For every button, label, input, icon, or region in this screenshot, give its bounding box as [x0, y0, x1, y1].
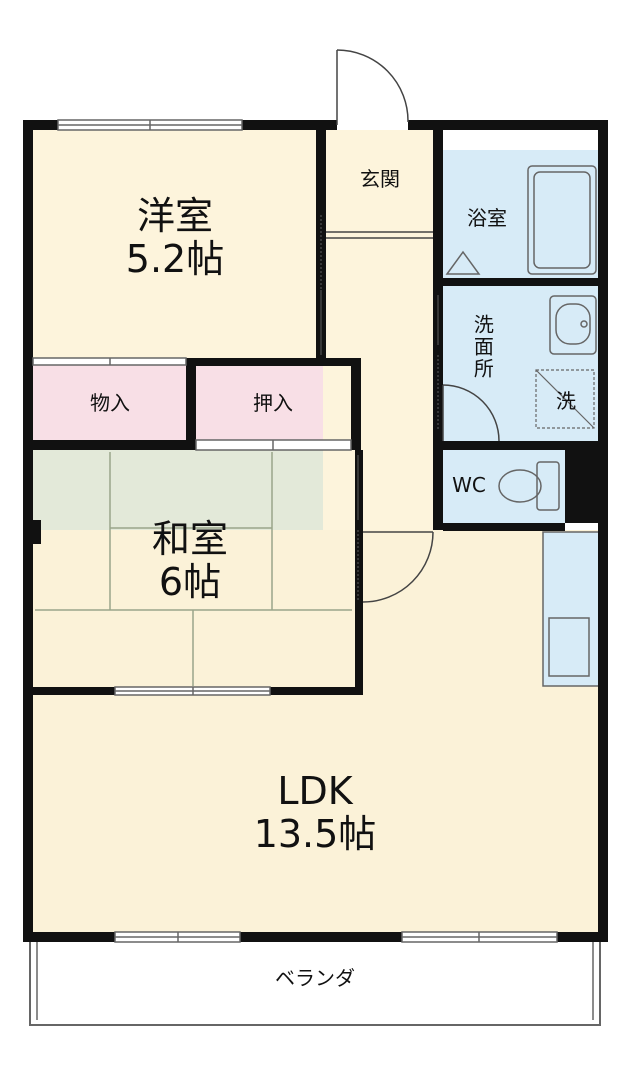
washer-pan-icon	[535, 369, 595, 429]
western-room-floor	[33, 130, 323, 358]
sliding-window-icon	[32, 119, 558, 943]
veranda-label: ベランダ	[275, 966, 355, 990]
toilet-label: WC	[452, 473, 486, 497]
western-room-size: 5.2帖	[125, 236, 225, 281]
ldk-name: LDK	[277, 769, 353, 813]
western-room-name: 洋室	[136, 194, 213, 238]
storage-label: 物入	[90, 391, 130, 415]
washroom-label: 洗面所	[470, 314, 495, 380]
ldk-size: 13.5帖	[253, 811, 377, 856]
washroom-floor	[443, 286, 598, 441]
closet-label: 押入	[253, 391, 293, 415]
western-room-label: 洋室 5.2帖	[95, 195, 255, 280]
bathtub-icon	[445, 165, 597, 275]
storage-floor	[33, 365, 186, 440]
door-swing-icon	[320, 49, 500, 603]
washer-label: 洗	[556, 389, 576, 413]
hallway-floor	[323, 130, 435, 535]
japanese-room-name: 和室	[151, 517, 228, 561]
veranda-floor	[29, 939, 601, 1026]
toilet-icon	[498, 461, 560, 511]
wash-basin-icon	[549, 295, 597, 355]
tatami-lines	[35, 452, 352, 686]
bathroom-label: 浴室	[467, 206, 507, 230]
japanese-room-label: 和室 6帖	[110, 518, 270, 603]
ldk-label: LDK 13.5帖	[215, 770, 415, 855]
kitchen-counter-icon	[542, 531, 600, 687]
japanese-room-size: 6帖	[158, 559, 222, 604]
entrance-label: 玄関	[360, 167, 400, 191]
